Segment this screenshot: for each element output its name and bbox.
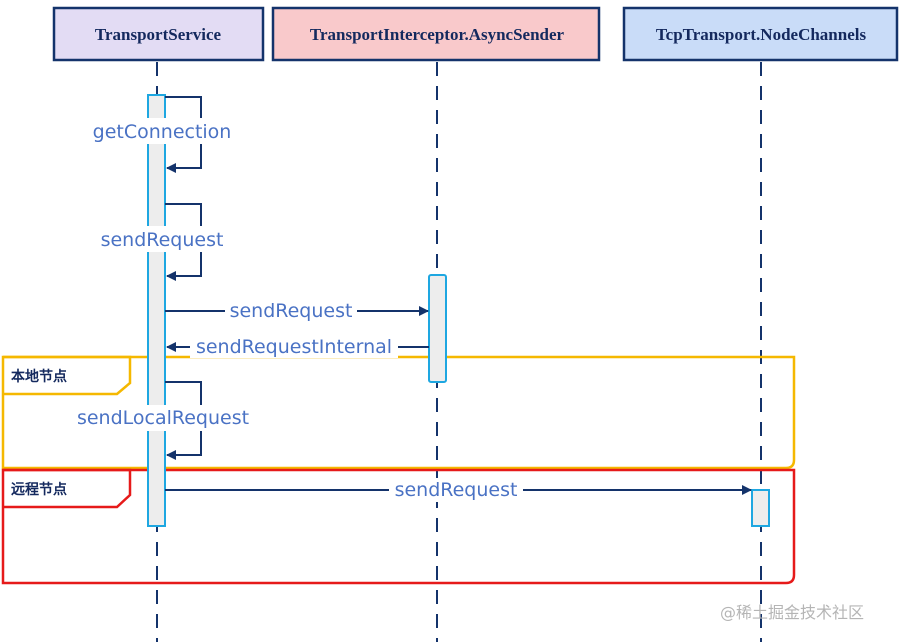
participant-label: TcpTransport.NodeChannels <box>656 25 867 44</box>
participant-node-channels[interactable]: TcpTransport.NodeChannels <box>622 6 899 62</box>
frame-label-remote: 远程节点 <box>11 481 67 498</box>
message-send-local-request: sendLocalRequest <box>70 381 256 460</box>
message-send-request-internal: sendRequestInternal <box>166 334 429 358</box>
activation-transport-service <box>147 94 166 527</box>
frame-local-node: 本地节点 <box>1 355 796 470</box>
activation-async-sender <box>428 274 447 383</box>
participant-label: TransportInterceptor.AsyncSender <box>310 25 565 44</box>
message-label: sendRequest <box>395 479 518 501</box>
participant-transport-service[interactable]: TransportService <box>52 6 265 62</box>
message-send-request-remote: sendRequest <box>165 478 752 502</box>
frame-label-local: 本地节点 <box>11 368 67 385</box>
message-label: sendRequest <box>230 300 353 322</box>
message-label: sendRequestInternal <box>196 336 392 358</box>
watermark: @稀土掘金技术社区 <box>720 603 864 622</box>
message-send-request-self: sendRequest <box>96 203 230 281</box>
participant-async-sender[interactable]: TransportInterceptor.AsyncSender <box>271 6 601 62</box>
message-label: sendLocalRequest <box>77 407 249 429</box>
message-label: getConnection <box>93 121 232 143</box>
message-send-request-async: sendRequest <box>165 298 429 324</box>
message-label: sendRequest <box>101 229 224 251</box>
participant-label: TransportService <box>95 25 222 44</box>
activation-node-channels <box>751 489 770 527</box>
frame-remote-node: 远程节点 <box>1 468 796 585</box>
message-get-connection: getConnection <box>88 96 238 173</box>
